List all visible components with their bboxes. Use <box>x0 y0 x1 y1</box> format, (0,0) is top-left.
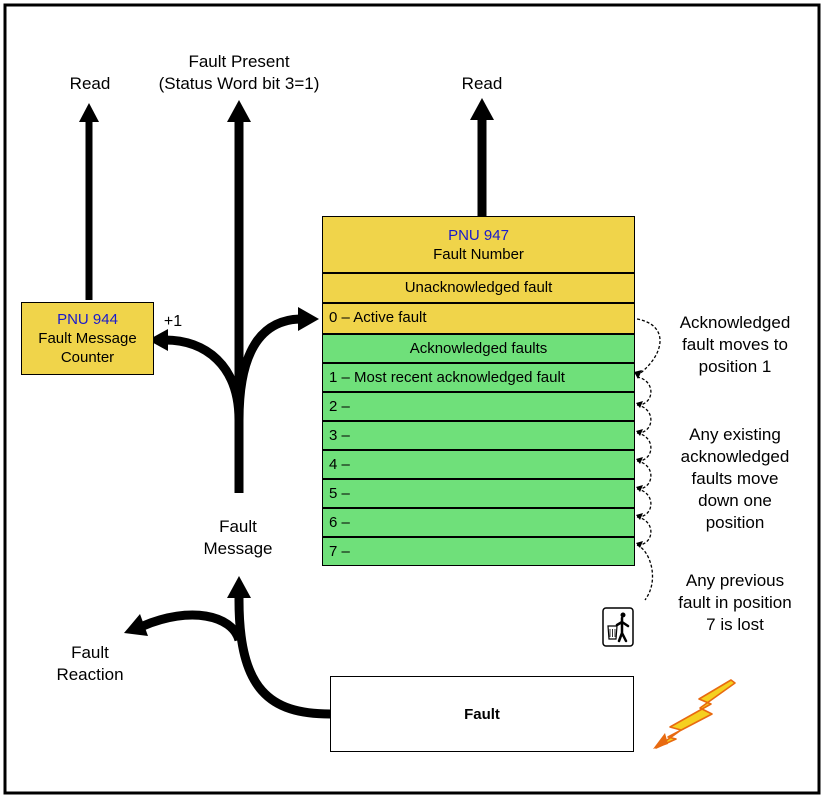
fault-reaction-line1: Fault <box>71 643 109 662</box>
ack-moves-line3: position 1 <box>698 357 772 376</box>
fault-reaction-label: Fault Reaction <box>35 642 145 686</box>
fault-number-pnu-label: PNU 947 <box>448 226 509 244</box>
existing-move-note: Any existing acknowledged faults move do… <box>660 424 810 534</box>
fault-message-arrow <box>227 576 331 719</box>
shift-arrowheads <box>634 370 643 548</box>
read-left-label: Read <box>69 74 111 93</box>
previous-lost-line1: Any previous <box>685 571 785 590</box>
existing-move-line1: Any existing <box>689 425 781 444</box>
branch-to-counter-arrow <box>148 329 244 421</box>
fault-row-2: 2 – <box>322 392 635 421</box>
counter-pnu-label: PNU 944 <box>57 311 118 328</box>
fault-present-line1: Fault Present <box>188 52 290 71</box>
outer-frame <box>3 3 821 795</box>
existing-move-line3: faults move <box>691 469 779 488</box>
fault-box-label: Fault <box>464 705 500 723</box>
acknowledged-faults-header: Acknowledged faults <box>322 334 635 363</box>
fault-number-title: Fault Number <box>433 245 524 263</box>
fault-message-label: Fault Message <box>188 516 288 560</box>
counter-line1: Fault Message <box>38 330 137 347</box>
read-left-arrow <box>79 103 99 300</box>
fault-message-counter-box: PNU 944 Fault Message Counter <box>21 302 154 375</box>
unacknowledged-fault-header: Unacknowledged fault <box>322 273 635 303</box>
fault-message-line1: Fault <box>219 517 257 536</box>
fault-number-header: PNU 947 Fault Number <box>322 216 635 273</box>
fault-row-6: 6 – <box>322 508 635 537</box>
read-right-label: Read <box>461 74 503 93</box>
lightning-bolt-icon <box>653 679 736 749</box>
plus-one-label: +1 <box>163 313 183 330</box>
previous-lost-line3: 7 is lost <box>706 615 764 634</box>
ack-moves-note: Acknowledged fault moves to position 1 <box>660 312 810 378</box>
fault-row-5: 5 – <box>322 479 635 508</box>
fault-row-1: 1 – Most recent acknowledged fault <box>322 363 635 392</box>
ack-moves-line2: fault moves to <box>682 335 788 354</box>
previous-lost-note: Any previous fault in position 7 is lost <box>660 570 810 636</box>
fault-box: Fault <box>330 676 634 752</box>
fault-row-3: 3 – <box>322 421 635 450</box>
active-fault-row: 0 – Active fault <box>322 303 635 334</box>
counter-line2: Counter <box>60 349 115 366</box>
read-right-arrow <box>470 98 494 216</box>
fault-present-line2: (Status Word bit 3=1) <box>158 74 320 93</box>
ack-moves-line1: Acknowledged <box>679 313 791 332</box>
fault-present-label: Fault Present (Status Word bit 3=1) <box>134 51 344 95</box>
fault-present-arrow <box>227 100 251 493</box>
trash-icon <box>602 607 634 647</box>
fault-message-line2: Message <box>203 539 273 558</box>
existing-move-line2: acknowledged <box>680 447 790 466</box>
existing-move-line4: down one <box>698 491 772 510</box>
fault-row-7: 7 – <box>322 537 635 566</box>
fault-row-4: 4 – <box>322 450 635 479</box>
fault-reaction-arrow <box>124 610 244 642</box>
shift-arrows <box>636 318 661 601</box>
previous-lost-line2: fault in position <box>678 593 792 612</box>
fault-reaction-line2: Reaction <box>56 665 124 684</box>
existing-move-line5: position <box>705 513 765 532</box>
branch-to-active-fault-arrow <box>234 307 319 421</box>
